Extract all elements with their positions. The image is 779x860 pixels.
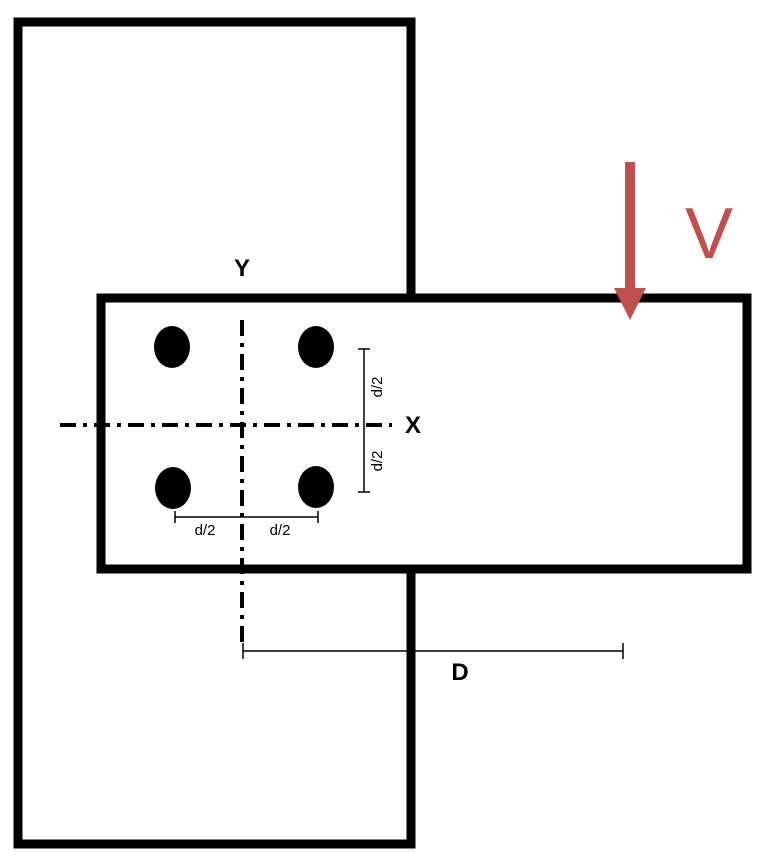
dim-label-h-right: d/2 — [270, 522, 291, 539]
eccentricity-label: D — [451, 659, 468, 686]
horizontal-spacing-dimension — [174, 511, 319, 523]
eccentricity-dimension — [242, 643, 624, 659]
bolt-bottom-right — [298, 466, 334, 508]
bolt-bottom-left — [155, 467, 191, 509]
y-axis-label: Y — [234, 255, 250, 282]
bolt-top-right — [298, 326, 334, 368]
bolt-top-left — [154, 326, 190, 368]
force-arrow — [614, 162, 646, 320]
dim-label-v-bottom: d/2 — [369, 451, 386, 472]
dim-label-v-top: d/2 — [369, 377, 386, 398]
force-label: V — [685, 194, 733, 274]
vertical-spacing-dimension — [358, 348, 370, 493]
x-axis-label: X — [405, 412, 421, 439]
bracket-plate — [96, 293, 752, 574]
column-notch — [407, 224, 415, 232]
dim-label-h-left: d/2 — [195, 522, 216, 539]
